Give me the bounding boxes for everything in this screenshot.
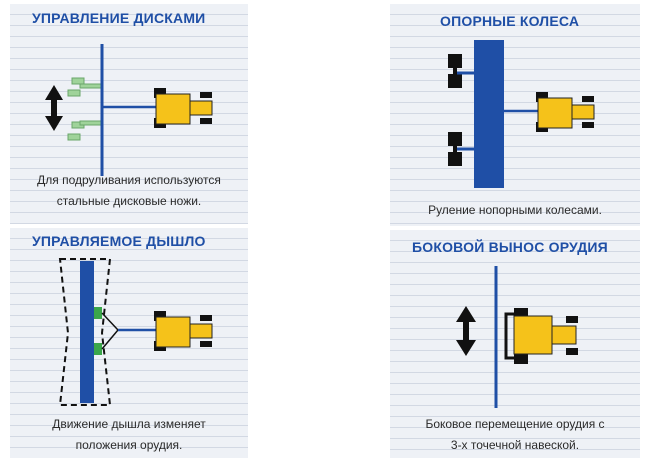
steered-drawbar-diagram bbox=[58, 258, 213, 406]
tractor-icon bbox=[154, 311, 213, 351]
tractor-icon bbox=[536, 92, 595, 132]
double-arrow-icon bbox=[456, 306, 476, 356]
disk-icon bbox=[67, 77, 103, 141]
panel-caption: Для подруливания используются стальные д… bbox=[37, 173, 221, 208]
panel-title: БОКОВОЙ ВЫНОС ОРУДИЯ bbox=[412, 239, 608, 255]
gauge-wheels-diagram bbox=[448, 40, 595, 188]
disk-steering-diagram bbox=[45, 44, 213, 176]
tractor-icon bbox=[504, 308, 578, 364]
panel-title: ОПОРНЫЕ КОЛЕСА bbox=[440, 13, 580, 29]
panel-title: УПРАВЛЯЕМОЕ ДЫШЛО bbox=[32, 233, 206, 249]
panel-caption: Руление нопорными колесами. bbox=[428, 203, 602, 217]
tractor-icon bbox=[154, 88, 213, 128]
side-shift-diagram bbox=[456, 266, 578, 408]
panel-caption: Движение дышла изменяет положения орудия… bbox=[52, 417, 206, 452]
double-arrow-icon bbox=[45, 85, 63, 131]
panel-gauge-wheels bbox=[390, 4, 640, 226]
panel-title: УПРАВЛЕНИЕ ДИСКАМИ bbox=[32, 10, 206, 26]
gauge-wheel-icon bbox=[448, 54, 462, 166]
panel-caption: Боковое перемещение орудия с 3-х точечно… bbox=[425, 417, 605, 452]
